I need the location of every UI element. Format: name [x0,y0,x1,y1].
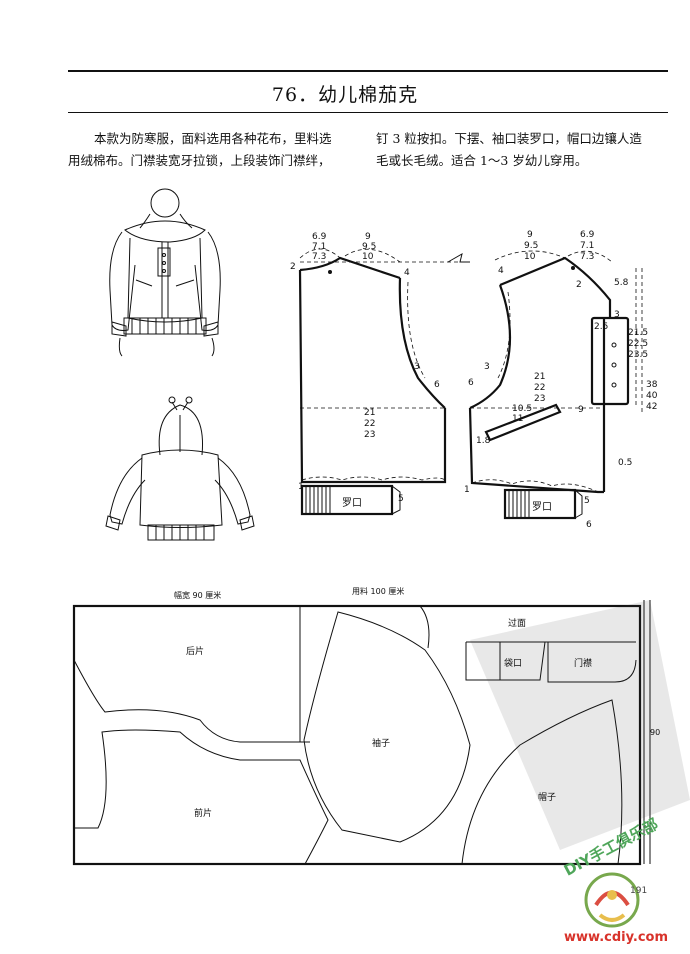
back-shoulder-label: 9.5 [362,242,377,252]
shoulder-drop-front-label: 4 [498,266,504,276]
rib-front-label: 罗口 [532,502,552,513]
piece-placket-label: 门襟 [574,659,593,669]
pocket-size-label: 10.5 [512,404,533,414]
chest-front-label: 22 [534,383,546,393]
fabric-width-label: 幅宽 90 厘米 [174,591,222,600]
rib-height-back: 5 [398,494,404,504]
back-shoulder-label: 9 [365,232,371,242]
hem-mark-back: 1 [298,482,304,492]
piece-facing-label: 过面 [508,619,527,629]
rib-height-front: 5 [584,496,590,506]
fabric-layout-diagram [72,600,651,866]
placket-length-label: 22.5 [628,339,649,349]
body-length-label: 40 [646,391,658,401]
back-left-mark: 2 [290,262,296,272]
side-back-label: 6 [434,380,440,390]
pocket-angle-label: 1.8 [476,436,491,446]
placket-length-label: 23.5 [628,350,649,360]
chest-front-label: 21 [534,372,546,382]
side-front-label: 6 [468,378,474,388]
pocket-size-label: 11 [512,414,524,424]
fabric-height-label: 90 [650,728,661,737]
back-neck-label: 6.9 [312,232,327,242]
body-length-label: 42 [646,402,658,412]
desc-line: 毛或长毛绒。适合 1～3 岁幼儿穿用。 [376,153,588,168]
piece-sleeve-label: 袖子 [372,739,391,749]
placket-length-label: 21.5 [628,328,649,338]
hem-front-bottom-label: 6 [586,520,592,530]
back-neck-label: 7.3 [312,252,327,262]
front-shoulder-label: 9 [527,230,533,240]
front-neck-label: 6.9 [580,230,595,240]
back-pattern-piece [298,248,470,516]
piece-front-label: 前片 [194,809,213,819]
front-pattern-piece [447,250,643,520]
piece-hood-label: 帽子 [538,793,557,803]
neck-drop-front-label: 2 [576,280,582,290]
site-watermark-text: www.cdiy.com [564,930,669,945]
fabric-length-label: 用料 100 厘米 [352,587,405,596]
armhole-depth-front-label: 3 [484,362,490,372]
chest-back-label: 21 [364,408,376,418]
placket-right-label: 3 [614,310,620,320]
club-logo [584,872,640,928]
title-underline [68,112,668,113]
desc-line: 钉 3 粒按扣。下摆、袖口装罗口，帽口边镶人造 [376,131,642,146]
hem-mark-front: 1 [464,485,470,495]
chest-back-label: 22 [364,419,376,429]
front-neck-depth-label: 5.8 [614,278,629,288]
desc-line: 用绒棉布。门襟装宽牙拉锁，上段装饰门襟绊， [68,153,331,168]
hem-front-offset-label: 0.5 [618,458,633,468]
armhole-depth-label: 3 [414,362,420,372]
back-neck-label: 7.1 [312,242,327,252]
top-rule [68,70,668,72]
chest-front-label: 23 [534,394,546,404]
scan-watermark [470,600,690,850]
placket-top-label: 2.5 [594,322,609,332]
description-col-2: 钉 3 粒按扣。下摆、袖口装罗口，帽口边镶人造 毛或长毛绒。适合 1～3 岁幼儿… [376,128,676,172]
page-number: 191 [630,886,648,896]
description-col-1: 本款为防寒服，面料选用各种花布，里料选 用绒棉布。门襟装宽牙拉锁，上段装饰门襟绊… [68,128,368,172]
pocket-side-label: 9 [578,405,584,415]
desc-line: 本款为防寒服，面料选用各种花布，里料选 [94,131,332,146]
piece-back-label: 后片 [186,647,205,657]
back-shoulder-label: 10 [362,252,374,262]
jacket-front-illustration [109,188,221,357]
front-neck-label: 7.3 [580,252,595,262]
shoulder-drop-label: 4 [404,268,410,278]
jacket-back-illustration [105,396,255,541]
piece-pocket-label: 袋口 [504,659,523,669]
chest-back-label: 23 [364,430,376,440]
body-length-label: 38 [646,380,658,390]
front-shoulder-label: 9.5 [524,241,539,251]
page-title: 76．幼儿棉茄克 [271,84,419,106]
rib-back-label: 罗口 [342,498,362,509]
front-neck-label: 7.1 [580,241,595,251]
front-shoulder-label: 10 [524,252,536,262]
